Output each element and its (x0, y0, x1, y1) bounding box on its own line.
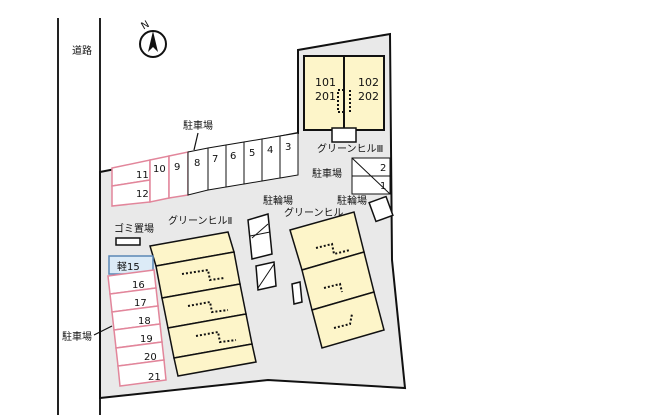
parking-8: 8 (194, 158, 200, 169)
north-label: N (140, 19, 152, 32)
building-green-hill-3: 101 201 102 202 (303, 55, 385, 143)
road-label: 道路 (72, 44, 92, 57)
unit-201: 201 (315, 90, 336, 103)
garbage-area (115, 237, 141, 246)
parking-20: 20 (144, 352, 157, 363)
parking-16: 16 (132, 280, 145, 291)
north-arrow-icon: N (139, 19, 167, 58)
bike-parking-right-label: 駐輪場 (337, 194, 367, 207)
parking-9: 9 (174, 162, 180, 173)
building-label-green-hill-2: グリーンヒルⅡ (168, 214, 232, 227)
bike-parking-center-label: 駐輪場 (263, 194, 293, 207)
unit-202: 202 (358, 90, 379, 103)
parking-left-column: 16 17 18 19 20 21 (107, 269, 167, 387)
bike-parking-right (368, 195, 394, 223)
parking-18: 18 (138, 316, 151, 327)
parking-10: 10 (153, 164, 166, 175)
building-label-green-hill: グリーンヒル (284, 206, 344, 219)
parking-2: 2 (380, 163, 386, 174)
building-green-hill-2 (149, 231, 257, 377)
parking-kei-15: 軽15 (108, 255, 154, 275)
parking-7: 7 (212, 154, 218, 165)
building-label-green-hill-3: グリーンヒルⅢ (317, 142, 383, 155)
unit-102: 102 (358, 76, 379, 89)
parking-17: 17 (134, 298, 147, 309)
svg-text:軽15: 軽15 (117, 261, 140, 273)
bike-parking-center (247, 213, 303, 305)
parking-3: 3 (285, 142, 291, 153)
parking-6: 6 (230, 151, 236, 162)
parking-11: 11 (136, 170, 149, 181)
parking-right: 2 1 (351, 157, 391, 195)
parking-5: 5 (249, 148, 255, 159)
parking-1: 1 (380, 181, 386, 192)
parking-side-label: 駐車場 (62, 330, 92, 343)
parking-4: 4 (267, 145, 273, 156)
parking-21: 21 (148, 372, 161, 383)
building-green-hill (289, 211, 385, 349)
garbage-label: ゴミ置場 (114, 222, 154, 235)
parking-top-row: 11 12 10 9 8 7 6 5 4 3 (111, 132, 299, 207)
unit-101: 101 (315, 76, 336, 89)
parking-19: 19 (140, 334, 153, 345)
parking-top-label: 駐車場 (183, 119, 213, 132)
parking-12: 12 (136, 189, 149, 200)
parking-mid-label: 駐車場 (312, 167, 342, 180)
